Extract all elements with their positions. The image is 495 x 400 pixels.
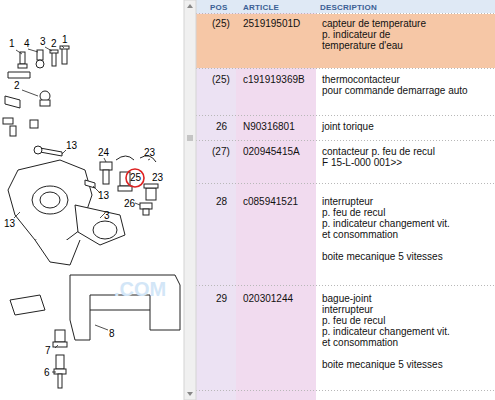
callout-number: 25: [130, 172, 141, 183]
table-cell: (25): [212, 18, 230, 29]
column-header: POS: [210, 2, 228, 13]
scrollbar: [184, 0, 196, 400]
callout-number: 1: [62, 34, 68, 45]
callout-number: 13: [4, 218, 15, 229]
table-cell: 28: [216, 196, 227, 207]
table-cell: (25): [212, 74, 230, 85]
table-cell: 020945415A: [243, 146, 300, 157]
callout-number: 26: [124, 198, 135, 209]
table-cell: interrupteur: [322, 304, 373, 315]
table-cell: c191919369B: [243, 74, 305, 85]
table-cell: temperature d'eau: [322, 40, 403, 51]
callout-number: 8: [109, 328, 115, 339]
table-cell: et consommation: [322, 229, 398, 240]
leader-lines: [14, 46, 150, 372]
callout-number: 23: [144, 147, 155, 158]
table-cell: F 15-L-000 001>>: [322, 157, 402, 168]
scroll-arrow: [187, 4, 193, 8]
pos-column-bg: [196, 13, 236, 400]
callout-number: 6: [44, 367, 50, 378]
table-cell: capteur de temperature: [322, 18, 426, 29]
exploded-parts: [3, 46, 180, 388]
table-cell: 251919501D: [243, 18, 300, 29]
callout-number: 7: [45, 345, 51, 356]
callout-number: 24: [98, 147, 109, 158]
scroll-arrow: [187, 392, 193, 396]
table-cell: p. feu de recul: [322, 315, 385, 326]
table-header-bg: [196, 0, 495, 13]
row-separators: [196, 14, 495, 391]
table-cell: bague-joint: [322, 293, 371, 304]
table-cell: (27): [212, 146, 230, 157]
article-column-bg: [236, 13, 316, 400]
callout-number: 1: [9, 38, 15, 49]
column-header: DESCRIPTION: [320, 2, 377, 13]
callout-number: 3: [104, 210, 110, 221]
callout-number: 13: [66, 140, 77, 151]
table-cell: 29: [216, 293, 227, 304]
callout-number: 4: [24, 38, 30, 49]
highlight-row: [196, 14, 495, 68]
table-cell: p. indicateur changement vit.: [322, 326, 450, 337]
table-cell: c085941521: [243, 196, 298, 207]
callout-number: 13: [98, 190, 109, 201]
highlight-circle: [126, 169, 144, 187]
table-cell: boite mecanique 5 vitesses: [322, 359, 443, 370]
table-cell: p. indicateur de: [322, 29, 390, 40]
scroll-grip: [187, 136, 193, 140]
table-cell: pour commande demarrage auto: [322, 85, 468, 96]
callout-number: 2: [14, 80, 20, 91]
table-cell: joint torique: [322, 121, 374, 132]
column-header: ARTICLE: [243, 2, 279, 13]
table-cell: p. indicateur changement vit.: [322, 218, 450, 229]
table-cell: 26: [216, 121, 227, 132]
table-cell: boite mecanique 5 vitesses: [322, 251, 443, 262]
table-cell: contacteur p. feu de recul: [322, 146, 435, 157]
table-cell: et consommation: [322, 337, 398, 348]
table-cell: p. feu de recul: [322, 207, 385, 218]
table-cell: N90316801: [243, 121, 295, 132]
watermark: .COM: [114, 278, 166, 300]
callout-number: 3: [40, 36, 46, 47]
callout-number: 2: [51, 38, 57, 49]
callout-number: 23: [152, 172, 163, 183]
table-cell: interrupteur: [322, 196, 373, 207]
table-cell: thermocontacteur: [322, 74, 400, 85]
table-cell: 020301244: [243, 293, 293, 304]
